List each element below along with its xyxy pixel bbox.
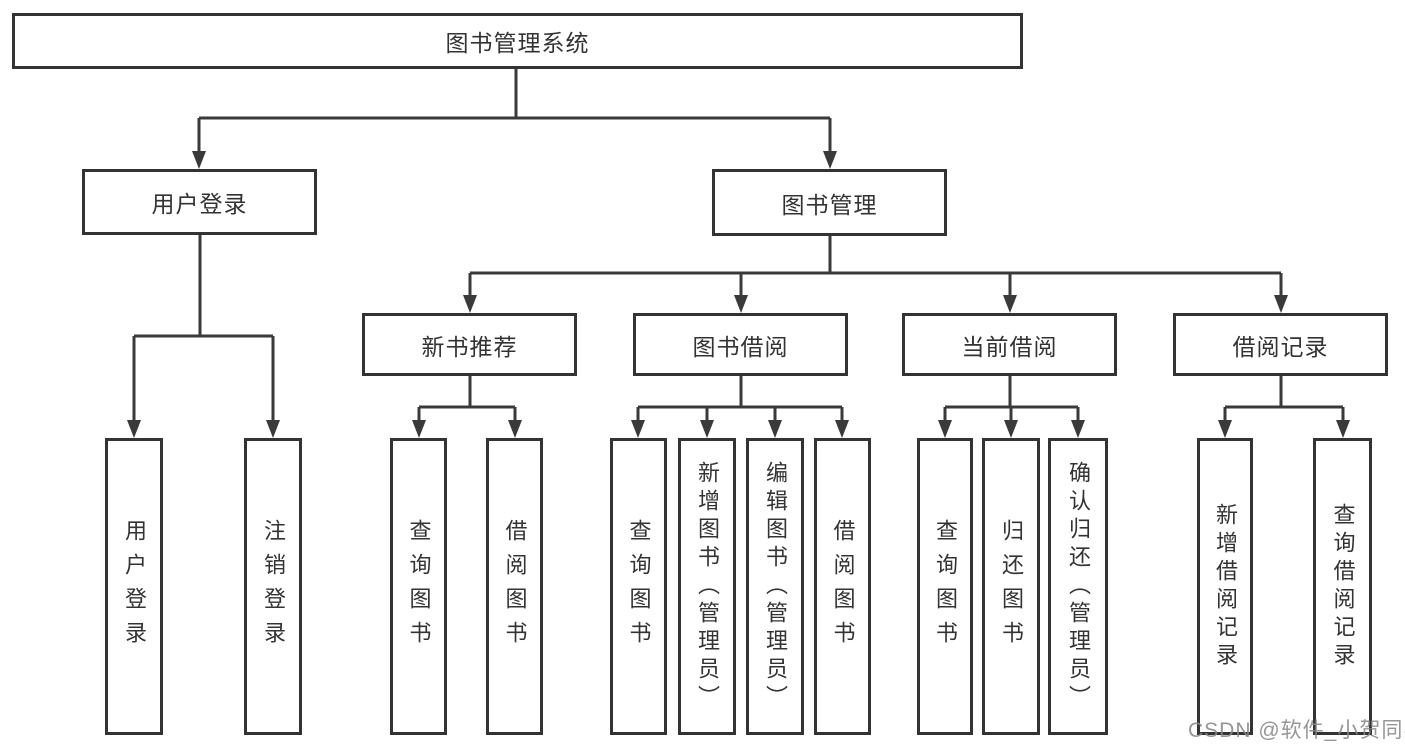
leaf-add-books-admin: 新增图书（管理员） bbox=[678, 438, 736, 735]
node-root: 图书管理系统 bbox=[12, 13, 1023, 69]
node-borrow-records-label: 借阅记录 bbox=[1232, 333, 1329, 360]
leaf-add-borrow-record-label: 新增借阅记录 bbox=[1213, 502, 1238, 671]
node-new-book-rec: 新书推荐 bbox=[362, 313, 577, 376]
node-book-borrow: 图书借阅 bbox=[633, 313, 848, 376]
node-user-login-label: 用户登录 bbox=[151, 191, 248, 217]
leaf-logout: 注销登录 bbox=[244, 438, 302, 735]
leaf-confirm-return-admin: 确认归还（管理员） bbox=[1048, 438, 1108, 735]
connector-current-borrow-to-leaves bbox=[938, 376, 1085, 438]
connector-new-book-rec-to-leaves bbox=[412, 376, 522, 438]
leaf-query-borrow-record-label: 查询借阅记录 bbox=[1330, 502, 1356, 671]
leaf-edit-books-admin: 编辑图书（管理员） bbox=[746, 438, 804, 735]
leaf-query-books-borrow: 查询图书 bbox=[610, 438, 667, 735]
node-book-borrow-label: 图书借阅 bbox=[692, 333, 789, 360]
watermark-text: CSDN @软件_小贺同学 bbox=[1188, 719, 1405, 742]
leaf-return-books-label: 归还图书 bbox=[999, 518, 1024, 655]
leaf-borrow-books: 借阅图书 bbox=[814, 438, 871, 735]
node-new-book-rec-label: 新书推荐 bbox=[421, 333, 518, 360]
leaf-add-borrow-record: 新增借阅记录 bbox=[1197, 438, 1253, 735]
leaf-return-books: 归还图书 bbox=[982, 438, 1040, 735]
node-book-mgmt: 图书管理 bbox=[712, 169, 947, 236]
leaf-query-books-current: 查询图书 bbox=[917, 438, 973, 735]
connector-book-mgmt-to-level3 bbox=[463, 236, 1288, 313]
leaf-logout-label: 注销登录 bbox=[261, 518, 286, 655]
leaf-borrow-books-rec-label: 借阅图书 bbox=[502, 518, 528, 655]
node-user-login: 用户登录 bbox=[82, 169, 317, 235]
node-current-borrow-label: 当前借阅 bbox=[961, 333, 1058, 360]
leaf-borrow-books-label: 借阅图书 bbox=[830, 518, 856, 655]
leaf-borrow-books-rec: 借阅图书 bbox=[486, 438, 543, 735]
node-current-borrow: 当前借阅 bbox=[902, 313, 1117, 376]
node-book-mgmt-label: 图书管理 bbox=[781, 191, 878, 218]
connector-book-borrow-to-leaves bbox=[631, 376, 849, 438]
leaf-user-login-label: 用户登录 bbox=[122, 518, 147, 655]
leaf-query-borrow-record: 查询借阅记录 bbox=[1313, 438, 1372, 735]
connector-root-to-level2 bbox=[192, 69, 837, 169]
connector-borrow-records-to-leaves bbox=[1218, 376, 1350, 438]
leaf-confirm-return-admin-label: 确认归还（管理员） bbox=[1066, 460, 1091, 713]
leaf-edit-books-admin-label: 编辑图书（管理员） bbox=[763, 460, 788, 713]
leaf-query-books-borrow-label: 查询图书 bbox=[626, 518, 652, 655]
leaf-add-books-admin-label: 新增图书（管理员） bbox=[695, 460, 720, 713]
node-root-label: 图书管理系统 bbox=[445, 30, 590, 56]
leaf-user-login: 用户登录 bbox=[105, 438, 163, 735]
leaf-query-books-current-label: 查询图书 bbox=[933, 518, 958, 655]
node-borrow-records: 借阅记录 bbox=[1173, 313, 1388, 376]
connector-user-login-to-leaves bbox=[127, 235, 280, 438]
leaf-query-books-rec: 查询图书 bbox=[390, 438, 447, 735]
leaf-query-books-rec-label: 查询图书 bbox=[406, 518, 432, 655]
